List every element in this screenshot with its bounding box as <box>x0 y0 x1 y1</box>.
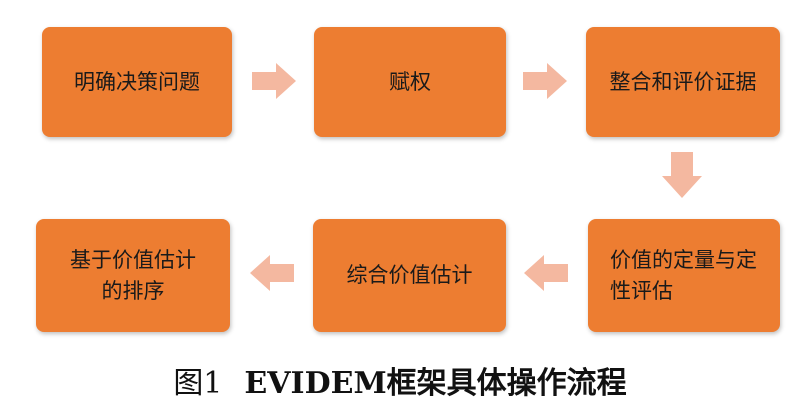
step-weighting: 赋权 <box>314 27 506 137</box>
step-rank-by-value-estimate: 基于价值估计 的排序 <box>36 219 230 332</box>
step-define-decision-problem: 明确决策问题 <box>42 27 232 137</box>
arrow-right-2 <box>523 63 567 99</box>
step-integrate-evaluate-evidence: 整合和评价证据 <box>586 27 780 137</box>
step-overall-value-estimate: 综合价值估计 <box>313 219 506 332</box>
step-quantitative-qualitative-assessment: 价值的定量与定 性评估 <box>588 219 780 332</box>
arrow-down <box>662 152 702 198</box>
step-label: 价值的定量与定 性评估 <box>610 248 757 303</box>
step-label: 明确决策问题 <box>74 69 200 94</box>
arrow-left-2 <box>250 255 294 291</box>
step-label: 整合和评价证据 <box>609 69 757 94</box>
step-label: 基于价值估计 的排序 <box>70 248 196 303</box>
figure-number: 图1 <box>173 366 223 401</box>
figure-caption: 图1 EVIDEM框架具体操作流程 <box>0 358 800 402</box>
arrow-left-1 <box>524 255 568 291</box>
step-label: 综合价值估计 <box>346 263 473 288</box>
figure-title: EVIDEM框架具体操作流程 <box>244 366 627 401</box>
arrow-right-1 <box>252 63 296 99</box>
step-label: 赋权 <box>389 69 431 94</box>
